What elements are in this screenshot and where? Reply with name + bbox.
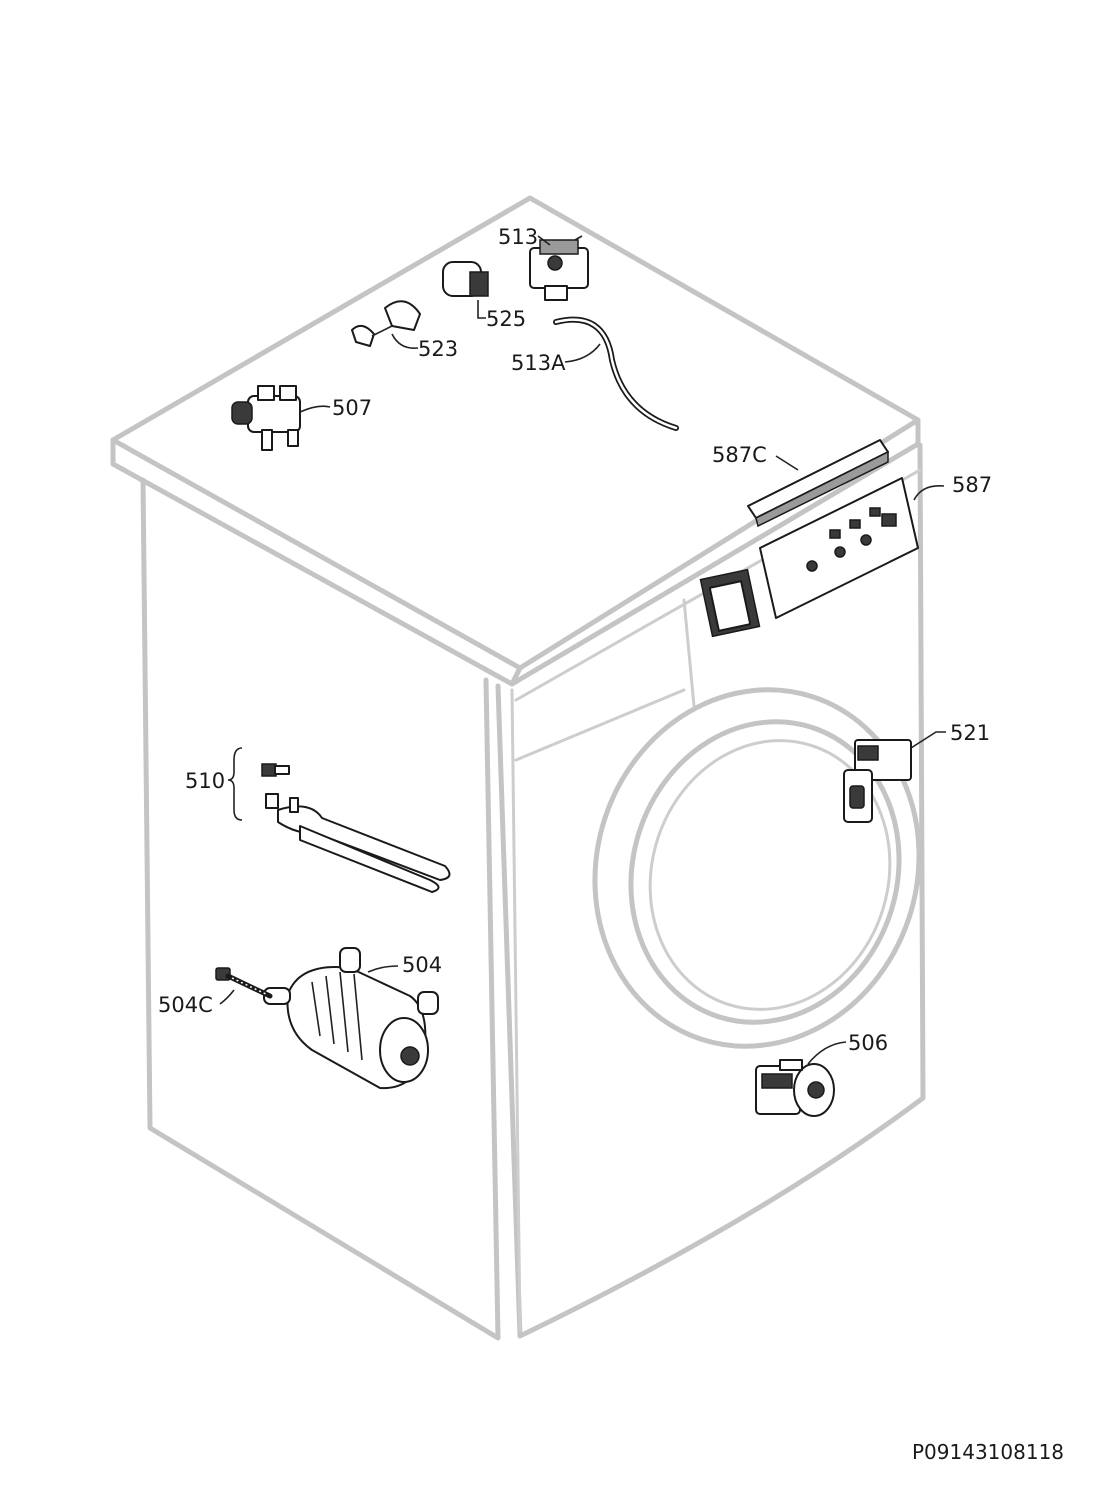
suppressor-part[interactable] xyxy=(351,300,421,347)
inlet-valve-part[interactable] xyxy=(231,385,301,451)
leader-521 xyxy=(910,731,946,749)
porthole-door xyxy=(592,687,922,1049)
callout-507: 507 xyxy=(332,396,372,420)
leader-507 xyxy=(299,405,331,413)
pressure-hose-part[interactable] xyxy=(553,316,679,431)
control-board-cover-part[interactable] xyxy=(747,439,889,528)
leader-587 xyxy=(913,484,945,501)
capacitor-part[interactable] xyxy=(442,261,489,297)
pressure-switch-part[interactable] xyxy=(529,235,589,301)
callout-510: 510 xyxy=(185,769,225,793)
heating-element-part[interactable] xyxy=(261,763,451,893)
electronic-board-part[interactable] xyxy=(699,477,919,638)
leader-504c xyxy=(219,989,235,1005)
leader-510 xyxy=(227,747,243,821)
cabinet-front xyxy=(495,442,926,1339)
document-id: P09143108118 xyxy=(912,1440,1064,1464)
cabinet-corner-edge xyxy=(510,688,522,1332)
leader-513a xyxy=(564,343,601,363)
leader-523 xyxy=(391,333,419,350)
callout-587c: 587C xyxy=(712,443,767,467)
leader-504 xyxy=(367,965,399,973)
washing-machine-outline xyxy=(110,195,926,1341)
leader-513 xyxy=(537,235,551,246)
callout-504: 504 xyxy=(402,953,442,977)
door-lock-part[interactable] xyxy=(843,739,912,823)
cabinet-left-side xyxy=(140,477,501,1341)
screw-part[interactable] xyxy=(215,967,273,999)
callout-587: 587 xyxy=(952,473,992,497)
callout-521: 521 xyxy=(950,721,990,745)
callout-513a: 513A xyxy=(511,351,566,375)
leader-506 xyxy=(807,1041,847,1065)
leader-525 xyxy=(477,300,486,319)
callout-525: 525 xyxy=(486,307,526,331)
callout-523: 523 xyxy=(418,337,458,361)
motor-part[interactable] xyxy=(263,947,439,1090)
callout-504c: 504C xyxy=(158,993,213,1017)
leader-587c xyxy=(775,455,799,471)
callout-513: 513 xyxy=(498,225,538,249)
callout-506: 506 xyxy=(848,1031,888,1055)
drain-pump-part[interactable] xyxy=(755,1059,835,1117)
